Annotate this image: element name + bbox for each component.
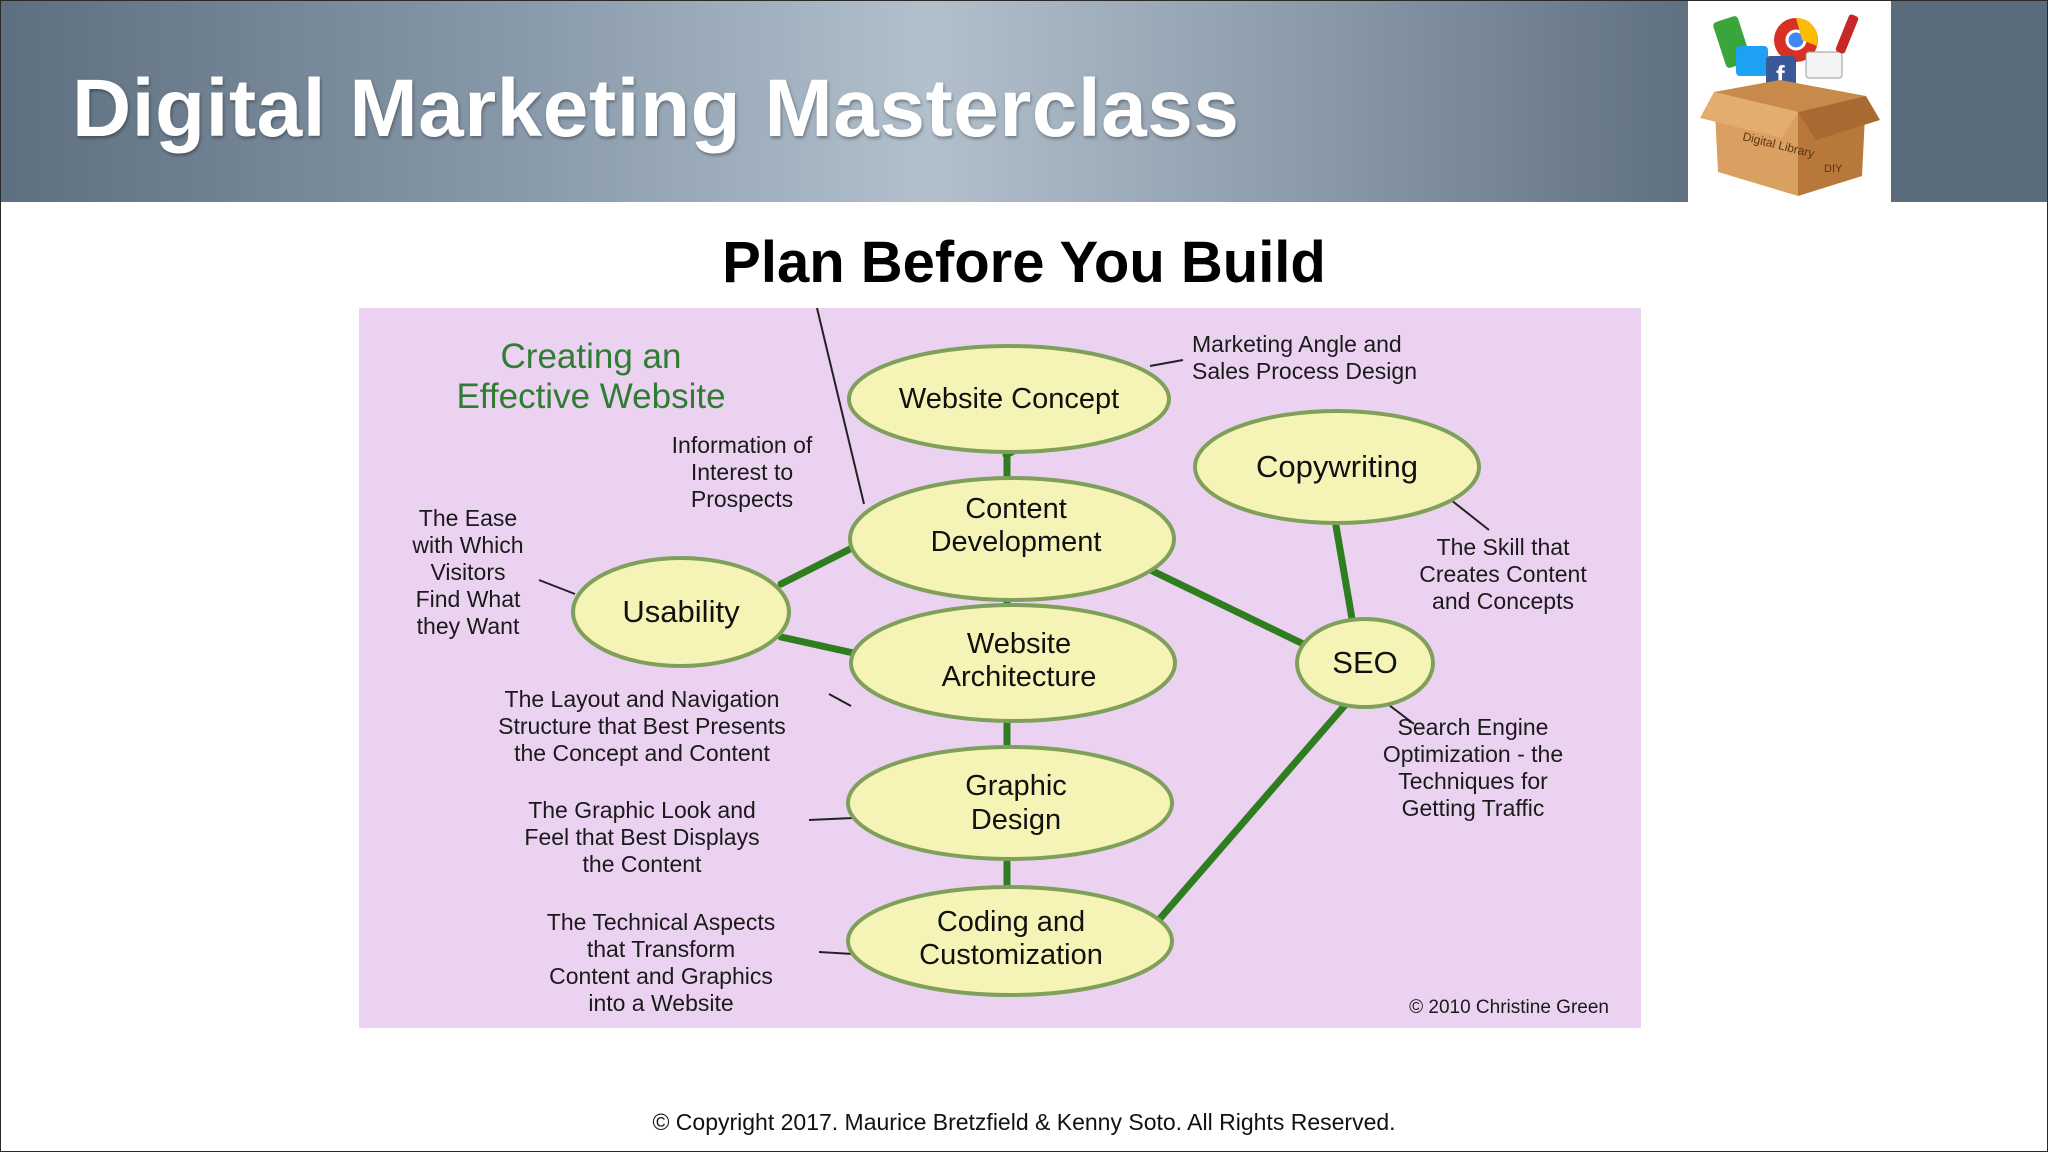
svg-text:into a Website: into a Website xyxy=(588,990,733,1016)
svg-text:Find What: Find What xyxy=(416,586,521,612)
svg-text:Visitors: Visitors xyxy=(431,559,506,585)
svg-text:Structure that Best Presents: Structure that Best Presents xyxy=(498,713,786,739)
svg-text:DIY: DIY xyxy=(1824,163,1843,175)
annotation-marketing-angle: Marketing Angle and Sales Process Design xyxy=(1192,331,1417,384)
node-graphic-design xyxy=(846,745,1174,861)
slide-subtitle: Plan Before You Build xyxy=(722,230,1326,295)
svg-text:Sales Process Design: Sales Process Design xyxy=(1192,358,1417,384)
svg-text:with Which: with Which xyxy=(411,532,523,558)
course-title: Digital Marketing Masterclass xyxy=(72,63,1240,154)
logo-facebook-icon xyxy=(1766,56,1796,88)
copyright-footer: © Copyright 2017. Maurice Bretzfield & K… xyxy=(652,1109,1396,1135)
node-label-content-development-2: Development xyxy=(931,526,1102,558)
node-label-graphic-design-2: Design xyxy=(971,804,1061,836)
svg-text:Prospects: Prospects xyxy=(691,486,793,512)
diagram-heading-line1: Creating an xyxy=(501,337,682,376)
digital-library-box-logo: f Digital Library DIY xyxy=(1694,0,1884,202)
node-label-seo: SEO xyxy=(1332,645,1397,680)
annotation-search-engine: Search Engine Optimization - the Techniq… xyxy=(1383,714,1563,821)
node-label-copywriting: Copywriting xyxy=(1256,449,1418,484)
svg-text:Optimization - the: Optimization - the xyxy=(1383,741,1563,767)
svg-text:The Technical Aspects: The Technical Aspects xyxy=(547,909,775,935)
node-label-coding-1: Coding and xyxy=(937,906,1085,938)
svg-text:Interest to: Interest to xyxy=(691,459,793,485)
node-label-website-architecture-1: Website xyxy=(967,628,1071,660)
node-usability xyxy=(571,556,791,668)
svg-text:The Graphic Look and: The Graphic Look and xyxy=(528,797,756,823)
annotation-copywriting-skill: The Skill that Creates Content and Conce… xyxy=(1419,534,1587,614)
svg-text:The Layout and Navigation: The Layout and Navigation xyxy=(505,686,780,712)
diagram-heading-line2: Effective Website xyxy=(456,377,725,416)
annotation-technical-aspects: The Technical Aspects that Transform Con… xyxy=(547,909,775,1016)
annotation-information-interest: Information of Interest to Prospects xyxy=(672,432,813,512)
node-label-coding-2: Customization xyxy=(919,939,1103,971)
svg-text:Content and Graphics: Content and Graphics xyxy=(549,963,773,989)
svg-text:The Ease: The Ease xyxy=(419,505,517,531)
svg-text:they Want: they Want xyxy=(417,613,520,639)
svg-text:Information of: Information of xyxy=(672,432,813,458)
svg-text:Techniques for: Techniques for xyxy=(1398,768,1548,794)
svg-text:the Content: the Content xyxy=(583,851,703,877)
svg-text:and Concepts: and Concepts xyxy=(1432,588,1574,614)
node-website-concept xyxy=(847,344,1171,454)
annotation-graphic-look: The Graphic Look and Feel that Best Disp… xyxy=(524,797,759,877)
node-coding-customization xyxy=(846,885,1174,997)
node-copywriting xyxy=(1193,409,1481,525)
logo-twitter-icon xyxy=(1736,46,1768,76)
website-planning-diagram: Creating an Effective Website Website Co… xyxy=(359,308,1641,1028)
svg-text:Getting Traffic: Getting Traffic xyxy=(1402,795,1545,821)
annotation-ease-of-finding: The Ease with Which Visitors Find What t… xyxy=(411,505,523,639)
svg-text:Search Engine: Search Engine xyxy=(1398,714,1549,740)
header-right-panel xyxy=(1891,1,2047,202)
node-label-graphic-design-1: Graphic xyxy=(965,770,1067,802)
diagram-credit: © 2010 Christine Green xyxy=(1409,997,1609,1018)
svg-text:The Skill that: The Skill that xyxy=(1437,534,1571,560)
node-label-content-development-1: Content xyxy=(965,493,1067,525)
node-seo xyxy=(1295,617,1435,709)
svg-text:that Transform: that Transform xyxy=(587,936,735,962)
svg-text:Feel that Best Displays: Feel that Best Displays xyxy=(524,824,759,850)
svg-text:Marketing Angle and: Marketing Angle and xyxy=(1192,331,1402,357)
svg-text:Creates Content: Creates Content xyxy=(1419,561,1587,587)
node-website-architecture xyxy=(849,603,1177,723)
node-content-development xyxy=(848,476,1176,602)
node-label-website-architecture-2: Architecture xyxy=(942,661,1097,693)
svg-text:f: f xyxy=(1776,60,1785,90)
node-label-website-concept: Website Concept xyxy=(899,383,1119,415)
node-label-usability: Usability xyxy=(622,594,740,629)
header-banner xyxy=(1,1,1688,202)
svg-text:the Concept and Content: the Concept and Content xyxy=(514,740,770,766)
annotation-layout-navigation: The Layout and Navigation Structure that… xyxy=(498,686,786,766)
